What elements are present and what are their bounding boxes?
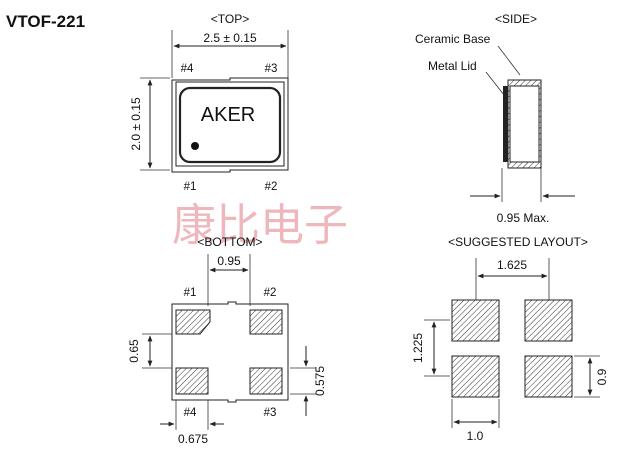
metal-lid-outline bbox=[178, 86, 282, 164]
top-pin-4-label: #4 bbox=[181, 63, 194, 75]
pin1-indicator-dot bbox=[191, 142, 199, 150]
metal-lid-side bbox=[503, 86, 508, 162]
top-pin-2-label: #2 bbox=[265, 181, 278, 193]
bottom-pad-height-dimension: 0.65 bbox=[127, 339, 141, 363]
suggested-layout-view: <SUGGESTED LAYOUT> 1.625 1.225 0.9 1.0 bbox=[411, 235, 609, 443]
metal-lid-label: Metal Lid bbox=[428, 59, 477, 73]
layout-pad-top-left bbox=[451, 299, 500, 342]
bottom-package-outline bbox=[171, 301, 289, 403]
bottom-pin-2-label: #2 bbox=[264, 287, 277, 299]
top-package-rim bbox=[175, 81, 285, 167]
layout-pad-top-right bbox=[524, 299, 573, 342]
bottom-right-pad-dimension: 0.575 bbox=[313, 366, 327, 396]
layout-pad-width-dimension: 1.0 bbox=[467, 429, 484, 443]
layout-pad-height-dimension: 0.9 bbox=[595, 368, 609, 385]
bottom-view-heading: <BOTTOM> bbox=[197, 235, 262, 249]
layout-pitch-y-dimension: 1.225 bbox=[411, 333, 425, 363]
ceramic-base-leader bbox=[497, 45, 521, 76]
bottom-gap-dimension: 0.95 bbox=[217, 254, 241, 268]
ceramic-base-label: Ceramic Base bbox=[415, 32, 491, 46]
bottom-pin-1-label: #1 bbox=[184, 287, 197, 299]
side-view-heading: <SIDE> bbox=[495, 12, 537, 26]
layout-pitch-x-dimension: 1.625 bbox=[497, 258, 527, 272]
layout-pad-bottom-right bbox=[524, 355, 573, 398]
bottom-pad-2 bbox=[249, 309, 283, 335]
layout-pad-bottom-left bbox=[451, 355, 500, 398]
ceramic-base-cavity bbox=[509, 85, 540, 163]
bottom-view: <BOTTOM> 0.95 #1 #2 #4 #3 0.65 0.575 0.6… bbox=[127, 235, 327, 446]
top-view-heading: <TOP> bbox=[211, 12, 249, 26]
top-pin-1-label: #1 bbox=[184, 181, 197, 193]
bottom-pin-3-label: #3 bbox=[264, 407, 277, 419]
bottom-pad-4 bbox=[175, 367, 209, 395]
watermark-text: 康比电子 bbox=[172, 200, 348, 251]
side-height-dimension: 0.95 Max. bbox=[497, 211, 550, 225]
top-view: <TOP> 2.5 ± 0.15 2.0 ± 0.15 AKER #4 #3 #… bbox=[129, 12, 289, 193]
side-view: <SIDE> Ceramic Base Metal Lid 0.95 Max. bbox=[415, 12, 575, 225]
metal-lid-leader bbox=[485, 71, 505, 96]
bottom-pin-4-label: #4 bbox=[184, 407, 197, 419]
part-number-title: VTOF-221 bbox=[6, 12, 85, 31]
bottom-pad-width-dimension: 0.675 bbox=[178, 432, 208, 446]
bottom-pad-1 bbox=[175, 309, 211, 335]
suggested-layout-heading: <SUGGESTED LAYOUT> bbox=[448, 235, 588, 249]
top-package-outline bbox=[171, 77, 289, 173]
top-height-dimension: 2.0 ± 0.15 bbox=[129, 97, 143, 151]
bottom-pad-3 bbox=[249, 367, 283, 395]
top-pin-3-label: #3 bbox=[265, 63, 278, 75]
brand-mark: AKER bbox=[201, 104, 255, 126]
top-width-dimension: 2.5 ± 0.15 bbox=[203, 31, 257, 45]
